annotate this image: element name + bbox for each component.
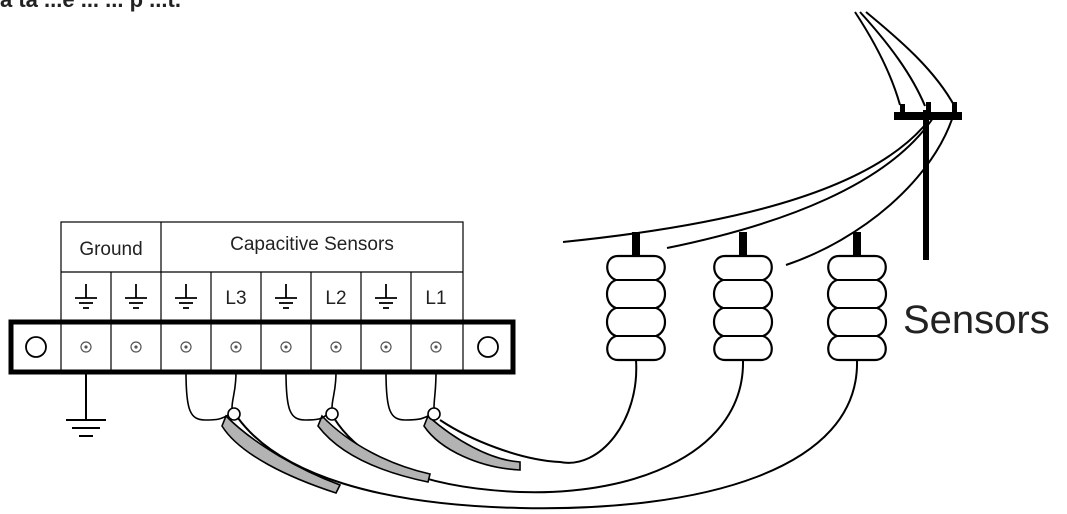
- ground-symbol-icon: [275, 284, 297, 309]
- sensors-label: Sensors: [903, 298, 1050, 342]
- screw-icon: [180, 341, 192, 353]
- screw-icon: [230, 341, 242, 353]
- terminal-screws: [80, 341, 442, 353]
- power-lines: [562, 11, 956, 266]
- capacitive-group-label: Capacitive Sensors: [230, 234, 394, 255]
- terminal-label: L3: [225, 288, 246, 309]
- terminal-label: L1: [425, 288, 446, 309]
- top-caption: a ta ...e ... ... p ...t.: [0, 0, 181, 12]
- screw-icon: [430, 341, 442, 353]
- terminal-labels: L3 L2 L1: [75, 284, 447, 309]
- terminal-loops: [185, 371, 437, 421]
- mounting-hole-left: [25, 336, 47, 358]
- utility-pole: [894, 102, 962, 260]
- mounting-hole-right: [477, 336, 499, 358]
- screw-icon: [80, 341, 92, 353]
- screw-icon: [380, 341, 392, 353]
- earth-ground-icon: [66, 372, 106, 437]
- ground-symbol-icon: [75, 284, 97, 309]
- screw-icon: [330, 341, 342, 353]
- coax-sheaths: [221, 414, 521, 494]
- terminal-strip: [8, 319, 516, 375]
- screw-icon: [280, 341, 292, 353]
- terminal-label: L2: [325, 288, 346, 309]
- insulator-sensor: [605, 232, 667, 362]
- ground-group-label: Ground: [79, 239, 142, 260]
- insulator-sensor: [826, 232, 888, 362]
- insulator-sensor: [712, 232, 774, 362]
- coax-rings: [227, 407, 441, 421]
- ground-symbol-icon: [375, 284, 397, 309]
- screw-icon: [130, 341, 142, 353]
- sensors: [605, 232, 888, 362]
- ground-symbol-icon: [125, 284, 147, 309]
- ground-symbol-icon: [175, 284, 197, 309]
